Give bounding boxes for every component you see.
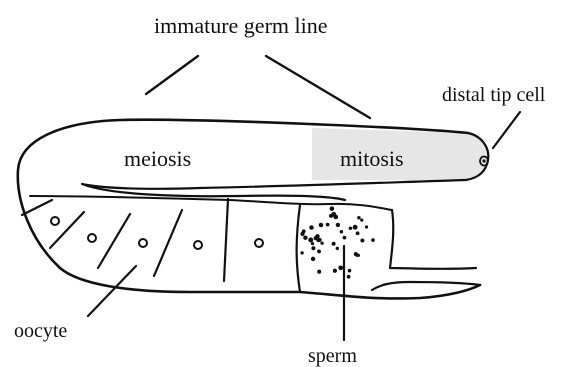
tail-lower-edge: [372, 282, 480, 290]
cell-divider-1: [22, 200, 52, 215]
germ-line-pointer-right: [266, 56, 370, 118]
sperm-dot: [317, 270, 321, 274]
label-mitosis: mitosis: [340, 146, 404, 171]
distal-tip-cell-nucleus: [482, 159, 485, 162]
sperm-dot: [316, 239, 319, 242]
sperm-dot: [333, 269, 337, 273]
sperm-dot: [347, 275, 351, 279]
label-oocyte: oocyte: [14, 320, 67, 342]
sperm-dot: [343, 236, 347, 240]
oocyte-nucleus: [51, 217, 59, 225]
sperm-dot: [300, 251, 303, 254]
sperm-dot: [357, 216, 361, 220]
oocyte-pointer: [88, 266, 136, 316]
germ-line-pointer-left: [146, 56, 198, 94]
sperm-dot: [360, 218, 363, 221]
oocyte-nucleus: [194, 241, 202, 249]
label-sperm: sperm: [308, 345, 357, 367]
sperm-dot: [353, 225, 358, 230]
sperm-dot: [311, 257, 315, 261]
oocyte-nucleus: [88, 234, 96, 242]
label-distal-tip-cell: distal tip cell: [442, 84, 546, 106]
sperm-dot: [319, 223, 324, 228]
sperm-dot: [360, 239, 364, 243]
label-meiosis: meiosis: [124, 146, 191, 171]
sperm-dot: [303, 235, 307, 239]
oocyte-nucleus: [255, 239, 263, 247]
sperm-dot: [356, 231, 360, 235]
sperm-dot: [311, 246, 315, 250]
distal-tip-pointer: [493, 112, 520, 148]
sperm-region-boundary: [297, 205, 300, 292]
sperm-dot: [326, 223, 330, 227]
oocyte-nucleus: [139, 239, 147, 247]
sperm-dot: [315, 234, 319, 238]
sperm-dot: [311, 242, 314, 245]
tail-upper-edge: [390, 210, 476, 269]
sperm-dot: [348, 269, 352, 273]
sperm-dot: [333, 215, 338, 220]
sperm-dot: [330, 206, 335, 211]
cell-divider-3: [98, 214, 130, 268]
sperm-dot: [354, 252, 358, 256]
sperm-dot: [317, 249, 321, 253]
sperm-dot: [308, 238, 313, 243]
label-immature-germ-line: immature germ line: [154, 13, 328, 38]
sperm-dot: [309, 225, 314, 230]
sperm-dots: [300, 206, 374, 278]
sperm-dot: [300, 232, 304, 236]
cell-divider-5: [224, 199, 228, 281]
sperm-dot: [365, 225, 368, 228]
cell-divider-4: [154, 210, 182, 276]
sperm-dot: [320, 242, 323, 245]
sperm-dot: [340, 230, 343, 233]
sperm-dot: [329, 214, 333, 218]
sperm-dot: [332, 242, 336, 246]
sperm-dot: [371, 238, 375, 242]
sperm-dot: [336, 223, 340, 227]
sperm-dot: [336, 247, 339, 250]
sperm-dot: [338, 265, 343, 270]
sperm-dot: [349, 226, 353, 230]
